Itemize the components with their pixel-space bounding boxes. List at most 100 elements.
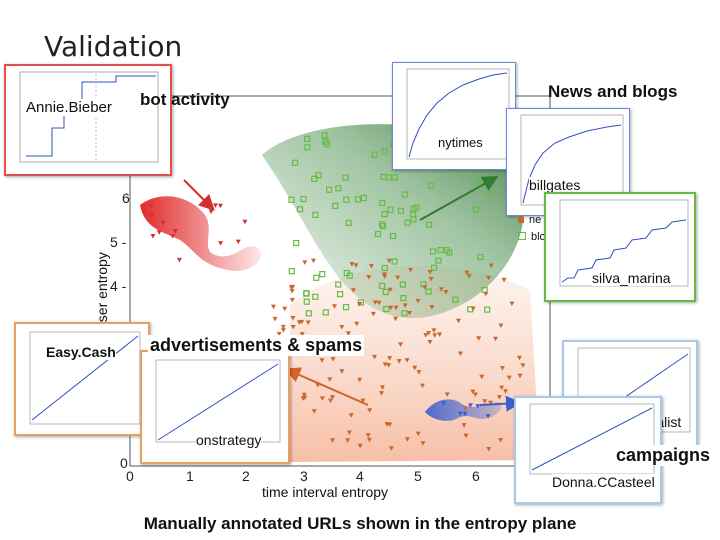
scatter-point-square bbox=[374, 230, 382, 238]
scatter-point-triangle bbox=[517, 373, 523, 379]
scatter-point-square bbox=[452, 296, 459, 303]
scatter-point-triangle bbox=[416, 370, 422, 375]
scatter-point-triangle bbox=[466, 273, 472, 279]
slide-caption: Manually annotated URLs shown in the ent… bbox=[143, 514, 577, 533]
legend-text-1: ne bbox=[529, 214, 542, 226]
scatter-point-triangle bbox=[218, 241, 224, 246]
scatter-point-square bbox=[292, 159, 299, 166]
y-axis-label: user entropy bbox=[94, 252, 110, 330]
scatter-point-triangle bbox=[482, 399, 488, 404]
scatter-point-square bbox=[354, 196, 362, 203]
scatter-point-triangle bbox=[280, 324, 286, 330]
scatter-point-triangle bbox=[150, 234, 156, 239]
scatter-point-triangle bbox=[357, 377, 363, 383]
scatter-point-triangle bbox=[501, 277, 507, 283]
scatter-point-triangle bbox=[319, 396, 325, 401]
scatter-point-square bbox=[326, 186, 333, 193]
scatter-point-square bbox=[477, 253, 484, 261]
label-annie-bieber: Annie.Bieber bbox=[26, 99, 112, 116]
thumb-nytimes bbox=[392, 62, 516, 170]
scatter-point-triangle bbox=[388, 305, 394, 311]
scatter-point-square bbox=[487, 190, 494, 197]
scatter-point-triangle bbox=[455, 318, 461, 324]
scatter-point-triangle bbox=[438, 287, 444, 292]
scatter-point-triangle bbox=[296, 320, 302, 325]
scatter-point-triangle bbox=[148, 204, 154, 209]
scatter-point-triangle bbox=[302, 260, 308, 265]
scatter-point-triangle bbox=[289, 297, 295, 303]
y-tick-0: 0 bbox=[120, 455, 128, 471]
scatter-point-triangle bbox=[353, 263, 359, 268]
scatter-point-triangle bbox=[276, 331, 282, 337]
scatter-point-triangle bbox=[272, 316, 278, 322]
scatter-point-triangle bbox=[366, 437, 372, 443]
scatter-point-triangle bbox=[299, 332, 305, 337]
thumb-easycash: Easy.Cash bbox=[14, 322, 150, 436]
scatter-point-square bbox=[321, 132, 328, 139]
scatter-point-triangle bbox=[443, 290, 449, 295]
scatter-point-triangle bbox=[498, 323, 504, 328]
label-ads-spams: advertisements & spams bbox=[148, 335, 365, 356]
scatter-point-square bbox=[410, 216, 417, 223]
scatter-point-triangle bbox=[503, 389, 509, 394]
scatter-point-square bbox=[332, 202, 339, 209]
scatter-point-triangle bbox=[339, 325, 345, 330]
scatter-point-triangle bbox=[365, 433, 371, 438]
scatter-point-triangle bbox=[423, 333, 429, 338]
scatter-point-square bbox=[304, 144, 311, 151]
legend-text-2: blo bbox=[531, 231, 546, 243]
legend-entry-1: ne bbox=[518, 214, 541, 226]
scatter-point-triangle bbox=[288, 285, 294, 290]
scatter-point-square bbox=[381, 264, 388, 272]
scatter-point-triangle bbox=[290, 315, 296, 321]
scatter-point-square bbox=[343, 196, 350, 203]
scatter-point-triangle bbox=[479, 374, 485, 380]
scatter-point-triangle bbox=[431, 328, 437, 333]
scatter-point-triangle bbox=[242, 219, 248, 225]
scatter-point-square bbox=[342, 174, 349, 181]
scatter-point-square bbox=[304, 135, 311, 142]
scatter-point-triangle bbox=[360, 398, 366, 404]
scatter-point-triangle bbox=[368, 264, 374, 269]
scatter-point-square bbox=[322, 309, 329, 316]
scatter-point-square bbox=[443, 247, 451, 254]
scatter-point-square bbox=[400, 294, 407, 302]
scatter-point-square bbox=[427, 182, 435, 189]
scatter-point-square bbox=[322, 138, 329, 145]
scatter-point-triangle bbox=[463, 433, 469, 439]
scatter-point-triangle bbox=[475, 404, 481, 409]
scatter-point-triangle bbox=[330, 438, 336, 443]
scatter-point-triangle bbox=[393, 316, 399, 322]
scatter-point-triangle bbox=[357, 443, 363, 449]
scatter-point-triangle bbox=[212, 203, 218, 208]
scatter-point-triangle bbox=[457, 411, 463, 417]
scatter-point-square bbox=[337, 291, 344, 298]
scatter-point-triangle bbox=[470, 389, 476, 395]
scatter-point-triangle bbox=[289, 288, 295, 294]
scatter-point-square bbox=[300, 195, 307, 203]
scatter-point-triangle bbox=[387, 287, 393, 293]
label-onstrategy: onstrategy bbox=[196, 432, 262, 448]
scatter-point-square bbox=[311, 175, 318, 183]
scatter-point-square bbox=[319, 271, 326, 278]
scatter-point-square bbox=[389, 232, 397, 240]
scatter-point-triangle bbox=[509, 301, 515, 306]
scatter-point-square bbox=[296, 206, 304, 213]
scatter-point-triangle bbox=[388, 446, 394, 451]
scatter-point-triangle bbox=[432, 333, 438, 338]
x-tick-4: 4 bbox=[356, 468, 364, 484]
scatter-point-triangle bbox=[310, 258, 316, 264]
y-tick-4: 4 - bbox=[110, 278, 127, 294]
scatter-point-triangle bbox=[462, 411, 468, 417]
label-news-blogs: News and blogs bbox=[548, 82, 678, 101]
scatter-point-triangle bbox=[290, 325, 296, 330]
x-tick-6: 6 bbox=[472, 468, 480, 484]
scatter-point-triangle bbox=[302, 395, 308, 401]
scatter-point-triangle bbox=[348, 413, 354, 418]
scatter-point-triangle bbox=[488, 263, 494, 269]
scatter-point-square bbox=[381, 148, 388, 155]
scatter-point-triangle bbox=[354, 321, 360, 327]
scatter-point-square bbox=[387, 206, 394, 213]
y-tick-6: 6 bbox=[122, 190, 130, 206]
